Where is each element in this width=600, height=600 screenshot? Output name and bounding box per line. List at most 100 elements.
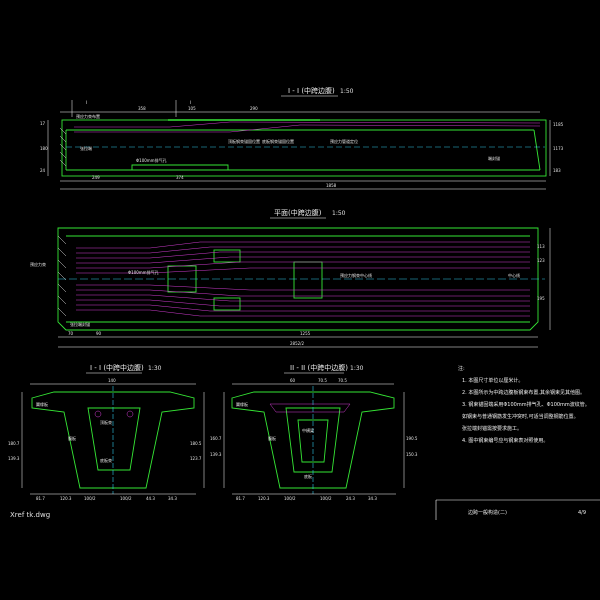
- file-name: Xref tk.dwg: [10, 511, 50, 519]
- plan-tendons: [76, 241, 530, 317]
- plan-scale: 1:50: [332, 210, 346, 217]
- elevation-label-jacking: 张拉端: [80, 145, 92, 151]
- section-two-dim-top-3: 70.5: [338, 378, 347, 383]
- plan-dim-total: 2852/2: [290, 341, 305, 346]
- note-1: 1. 本图尺寸单位以厘米计。: [462, 377, 523, 384]
- section-one-duct-2: [126, 410, 134, 418]
- section-one-label-bot-tendon: 底板束: [100, 457, 112, 463]
- elevation-dim-top-2: 105: [188, 106, 196, 111]
- elevation-dim-right-3: 183: [553, 168, 561, 173]
- elevation-tendon-2: [74, 124, 541, 133]
- section-one-dim-left-1: 180.7: [8, 441, 20, 446]
- section-two-diaphragm: [269, 403, 351, 413]
- section-one-dim-left-2: 139.3: [8, 456, 20, 461]
- plan-end-hatch: [57, 235, 67, 317]
- section-two: II - II (中跨中边腹) 1:30 60 70.5 70.5 81.7 1…: [210, 363, 418, 501]
- section-two-title: II - II (中跨中边腹): [290, 363, 348, 372]
- elevation-dim-top-3: 290: [250, 106, 258, 111]
- section-two-dim-right-2: 150.3: [406, 452, 418, 457]
- elevation-label-tendons: 预应力束布置: [76, 113, 100, 119]
- section-one-dim-right-2: 123.7: [190, 456, 202, 461]
- section-two-label-flange: 翼缘板: [236, 401, 248, 407]
- section-one-duct-1: [94, 410, 102, 418]
- section-one-outer: [31, 391, 195, 489]
- section-two-inner-2: [297, 419, 329, 463]
- plan-title: 平面(中跨边腹): [274, 208, 322, 217]
- section-two-inner-1: [285, 407, 341, 473]
- note-3c: 张拉端封锚需按要求施工。: [462, 425, 522, 432]
- elevation-label-duct: 预应力管道定位: [330, 138, 358, 144]
- section-one-scale: 1:30: [148, 365, 162, 372]
- section-two-dim-top-2: 70.5: [318, 378, 327, 383]
- section-two-dim-bot-2: 120.3: [258, 496, 270, 501]
- elevation-label-bot-anchor: 底板钢束锚固位置: [262, 138, 294, 144]
- section-elevation: I - I (中跨边腹) 1:50 I I 358 105 29: [40, 86, 564, 190]
- cut-mark-label-right: I: [190, 100, 191, 105]
- section-two-label-bottom: 底板: [304, 473, 312, 479]
- plan-dim-right-3: 195: [537, 296, 545, 301]
- section-one-label-top-tendon: 顶板束: [100, 419, 112, 425]
- elevation-block: [131, 164, 229, 170]
- elevation-dim-bot-2: 374: [176, 175, 184, 180]
- elevation-dim-right-1: 1185: [553, 122, 564, 127]
- section-one-dim-bot-1: 81.7: [36, 496, 45, 501]
- plan-dim-right-2: 123: [537, 258, 545, 263]
- drawing-name: 边跨一般构造(二): [468, 509, 507, 516]
- elevation-dim-bot-1: 249: [92, 175, 100, 180]
- elevation-title: I - I (中跨边腹): [288, 86, 335, 95]
- elevation-scale: 1:50: [340, 88, 354, 95]
- section-one-inner: [87, 407, 141, 471]
- section-two-dim-bot-1: 81.7: [236, 496, 245, 501]
- section-two-dim-bot-5: 24.3: [346, 496, 355, 501]
- section-two-scale: 1:30: [350, 365, 364, 372]
- elevation-dim-top-1: 358: [138, 106, 146, 111]
- plan-label-tendon-cl: 预应力钢束中心线: [340, 272, 372, 278]
- elevation-tendon-1: [74, 121, 541, 128]
- section-two-label-diaphragm: 中横梁: [302, 427, 314, 433]
- page-number: 4/9: [578, 510, 586, 516]
- section-two-dim-right-1: 190.5: [406, 436, 418, 441]
- elevation-dim-right-2: 1173: [553, 146, 564, 151]
- elevation-label-seal: 端封锚: [488, 155, 500, 161]
- section-one: I - I (中跨中边腹) 1:30 140 81.7 120.3 100/2 …: [8, 363, 205, 501]
- cut-mark-label-left: I: [86, 100, 87, 105]
- plan-dim-bot-3: 1255: [300, 331, 311, 336]
- note-3b: 如钢束与普通钢筋发生冲突时,可适当调整钢筋位置。: [462, 413, 579, 420]
- section-one-title: I - I (中跨中边腹): [90, 363, 144, 372]
- elevation-dim-bot-3: 1858: [326, 183, 337, 188]
- section-one-dim-bot-6: 34.3: [168, 496, 177, 501]
- elevation-dim-left-1: 180: [40, 146, 48, 151]
- plan-outline: [57, 227, 539, 331]
- section-two-dim-bot-3: 100/2: [284, 496, 296, 501]
- plan-label-cl: 中心线: [508, 272, 520, 278]
- section-one-label-flange: 翼缘板: [36, 401, 48, 407]
- plan-view: 平面(中跨边腹) 1:50: [30, 208, 551, 348]
- elevation-dim-left-3: 24: [40, 168, 46, 173]
- section-one-dim-bot-2: 120.3: [60, 496, 72, 501]
- elevation-label-vent: Φ100mm排气孔: [136, 157, 167, 163]
- elevation-dim-left-2: 17: [40, 121, 46, 126]
- plan-label-tendons: 预应力束: [30, 261, 46, 267]
- section-two-dim-left-1: 160.7: [210, 436, 222, 441]
- section-two-label-web: 腹板: [268, 435, 276, 441]
- notes-block: 注: 1. 本图尺寸单位以厘米计。 2. 本图所示为中跨边腹板钢束布置,其余钢束…: [458, 365, 590, 444]
- section-two-dim-bot-6: 34.3: [368, 496, 377, 501]
- section-one-dim-bot-4: 100/2: [120, 496, 132, 501]
- elevation-end-hatch: [59, 127, 67, 167]
- section-one-dim-bot-3: 100/2: [84, 496, 96, 501]
- plan-label-seal: 张拉端封锚: [70, 321, 90, 327]
- section-one-dim-top-label: 140: [108, 378, 116, 383]
- plan-dim-right-1: 113: [537, 244, 545, 249]
- note-4: 4. 图中钢束编号应与钢束表对照使用。: [462, 437, 548, 444]
- elevation-right-web: [533, 129, 541, 171]
- section-two-outer: [231, 391, 395, 489]
- note-2: 2. 本图所示为中跨边腹板钢束布置,其余钢束见其他图。: [462, 389, 585, 396]
- notes-header: 注:: [458, 365, 465, 372]
- note-3: 3. 钢束锚固端采用Φ100mm排气孔、Φ100mm波纹管。: [462, 401, 590, 408]
- plan-block-small-top: [213, 249, 241, 263]
- section-two-dim-top-1: 60: [290, 378, 296, 383]
- section-one-label-web: 腹板: [68, 435, 76, 441]
- section-two-dim-left-2: 139.3: [210, 452, 222, 457]
- plan-label-vent: Φ100mm排气孔: [128, 269, 159, 275]
